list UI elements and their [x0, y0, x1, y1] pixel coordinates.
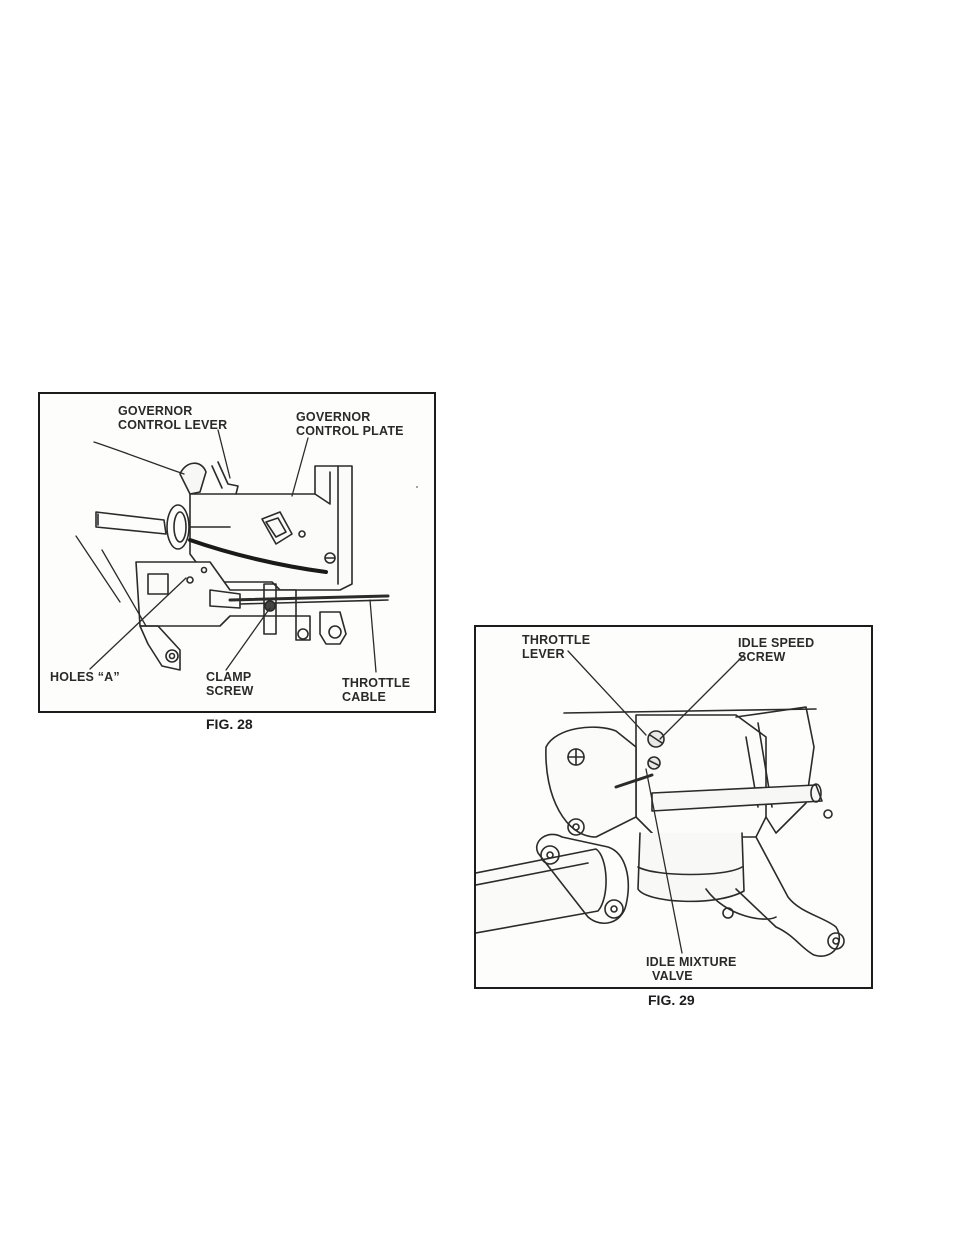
label-idle-mixture-valve: IDLE MIXTURE VALVE: [646, 955, 737, 983]
label-line: CABLE: [342, 690, 410, 704]
governor-assembly-drawing: [40, 394, 436, 713]
label-governor-control-lever: GOVERNOR CONTROL LEVER: [118, 404, 227, 432]
carburetor-drawing: [476, 627, 873, 989]
label-clamp-screw: CLAMP SCREW: [206, 670, 254, 698]
label-line: CLAMP: [206, 670, 254, 684]
figure-29-caption: FIG. 29: [648, 992, 695, 1008]
label-line: SCREW: [738, 650, 814, 664]
label-line: GOVERNOR: [118, 404, 227, 418]
figure-28-caption: FIG. 28: [206, 716, 253, 732]
label-line: IDLE SPEED: [738, 636, 814, 650]
figure-28-illustration: GOVERNOR CONTROL LEVER GOVERNOR CONTROL …: [38, 392, 436, 713]
label-throttle-cable: THROTTLE CABLE: [342, 676, 410, 704]
label-line: THROTTLE: [522, 633, 590, 647]
label-throttle-lever: THROTTLE LEVER: [522, 633, 590, 661]
label-holes-a: HOLES “A”: [50, 670, 120, 684]
label-line: VALVE: [646, 969, 737, 983]
label-line: CONTROL LEVER: [118, 418, 227, 432]
label-line: LEVER: [522, 647, 590, 661]
scan-speck: [416, 486, 418, 488]
label-governor-control-plate: GOVERNOR CONTROL PLATE: [296, 410, 404, 438]
label-line: HOLES “A”: [50, 670, 120, 684]
label-line: IDLE MIXTURE: [646, 955, 737, 969]
label-line: THROTTLE: [342, 676, 410, 690]
figure-29-illustration: THROTTLE LEVER IDLE SPEED SCREW IDLE MIX…: [474, 625, 873, 989]
label-line: CONTROL PLATE: [296, 424, 404, 438]
label-idle-speed-screw: IDLE SPEED SCREW: [738, 636, 814, 664]
label-line: GOVERNOR: [296, 410, 404, 424]
label-line: SCREW: [206, 684, 254, 698]
